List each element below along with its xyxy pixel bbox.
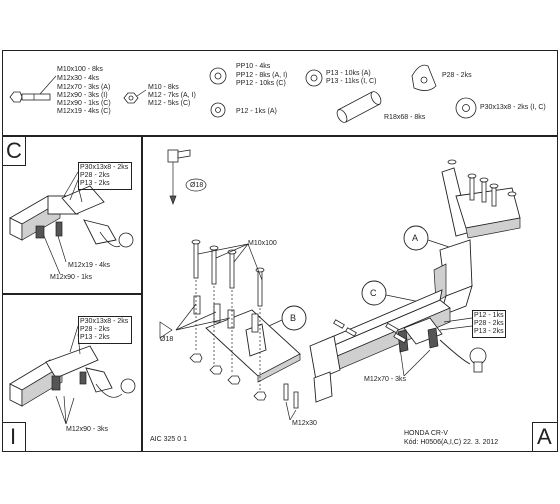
hardware-box bbox=[2, 50, 558, 136]
bolt-spec: M12x90 - 3ks (I) bbox=[57, 92, 108, 99]
bolt-spec: M12x90 - 1ks (C) bbox=[57, 100, 111, 107]
nut-spec: M12 - 5ks (C) bbox=[148, 100, 191, 107]
panel-i-part: P13 - 2ks bbox=[80, 334, 110, 341]
diameter-label-1: Ø18 bbox=[190, 182, 204, 189]
panel-a-letter: A bbox=[537, 424, 552, 449]
panel-c-part: P28 - 2ks bbox=[80, 172, 110, 179]
panel-i-letter: I bbox=[10, 424, 17, 449]
nuts-main bbox=[189, 353, 267, 401]
tow-ball bbox=[397, 317, 487, 373]
main-parts-box bbox=[472, 310, 506, 338]
washer-p12-spec: P12 - 1ks (A) bbox=[236, 108, 277, 115]
callout-a-circle bbox=[403, 225, 429, 251]
bolts-m10 bbox=[191, 239, 265, 307]
main-part: P28 - 2ks bbox=[474, 320, 504, 327]
panel-c-part: P30x13x8 - 2ks bbox=[80, 164, 129, 171]
washer-spec: PP12 - 10ks (C) bbox=[236, 80, 286, 87]
washer-spec: PP10 - 4ks bbox=[236, 63, 271, 70]
panel-i-assembly bbox=[9, 345, 136, 407]
bolt-spec: M12x19 - 4ks (C) bbox=[57, 108, 111, 115]
panel-i bbox=[2, 294, 142, 452]
nut-spec: M12 - 7ks (A, I) bbox=[148, 92, 196, 99]
washer-spec: P13 - 11ks (I, C) bbox=[326, 78, 377, 85]
callout-c-circle bbox=[361, 280, 387, 306]
bolts-a bbox=[447, 159, 517, 207]
panel-c-bolt2: M12x90 - 1ks bbox=[50, 274, 93, 281]
panel-i-bolt: M12x90 - 3ks bbox=[66, 426, 109, 433]
part-c-left-bracket bbox=[309, 335, 341, 403]
m10-label: M10x100 bbox=[248, 240, 277, 247]
nut-icon bbox=[123, 92, 139, 104]
panel-c-bolt1: M12x19 - 4ks bbox=[68, 262, 111, 269]
washer-spec: PP12 - 8ks (A, I) bbox=[236, 72, 288, 79]
wedge-washer-icon bbox=[411, 64, 437, 91]
panel-i-part: P30x13x8 - 2ks bbox=[80, 318, 129, 325]
diameter-label-2: Ø18 bbox=[160, 336, 174, 343]
callout-b-label: B bbox=[290, 313, 297, 323]
washer-p12-icon bbox=[210, 102, 226, 118]
washer-spec: P13 - 10ks (A) bbox=[326, 70, 371, 77]
bolt-spec: M10x100 - 8ks bbox=[57, 66, 103, 73]
bolts-m12x30 bbox=[283, 383, 299, 421]
bolts-c bbox=[333, 319, 407, 344]
main-part: P13 - 2ks bbox=[474, 328, 504, 335]
callout-b-circle bbox=[281, 305, 307, 331]
panel-c-parts-box bbox=[78, 162, 132, 190]
letter-a-box bbox=[532, 422, 558, 452]
panel-i-parts-box bbox=[78, 316, 132, 344]
thick-washer-icon bbox=[455, 97, 477, 119]
panel-c-part: P13 - 2ks bbox=[80, 180, 110, 187]
bolt-spec: M12x30 - 4ks bbox=[57, 75, 100, 82]
kod-date: Kód: H0506(A,I,C) 22. 3. 2012 bbox=[404, 439, 499, 446]
callout-c-label: C bbox=[370, 288, 377, 298]
bolt-spec: M12x70 - 3ks (A) bbox=[57, 84, 111, 91]
nut-spec: M10 - 8ks bbox=[148, 84, 179, 91]
panel-c-assembly bbox=[9, 185, 134, 248]
letter-c-box bbox=[2, 136, 26, 166]
part-a-bracket bbox=[433, 167, 521, 317]
washer-p13-icon bbox=[305, 69, 323, 87]
p30-spec: P30x13x8 - 2ks (I, C) bbox=[480, 104, 546, 111]
p28-spec: P28 - 2ks bbox=[442, 72, 472, 79]
main-part: P12 - 1ks bbox=[474, 312, 504, 319]
car-model: HONDA CR-V bbox=[404, 430, 448, 437]
m12x70-label: M12x70 - 3ks bbox=[364, 376, 407, 383]
panel-c-letter: C bbox=[6, 138, 22, 163]
spacer-spec: R18x68 - 8ks bbox=[384, 114, 426, 121]
drill-icon bbox=[167, 149, 191, 205]
main-panel bbox=[142, 136, 558, 452]
washer-pp-icon bbox=[209, 67, 227, 85]
panel-i-part: P28 - 2ks bbox=[80, 326, 110, 333]
bolt-icon bbox=[9, 91, 51, 103]
spacer-tube-icon bbox=[336, 91, 382, 123]
letter-i-box bbox=[2, 422, 26, 452]
callout-a-label: A bbox=[412, 233, 419, 243]
product-code: AIC 325 0 1 bbox=[150, 436, 187, 443]
panel-c bbox=[2, 136, 142, 294]
m12x30-label: M12x30 bbox=[292, 420, 317, 427]
